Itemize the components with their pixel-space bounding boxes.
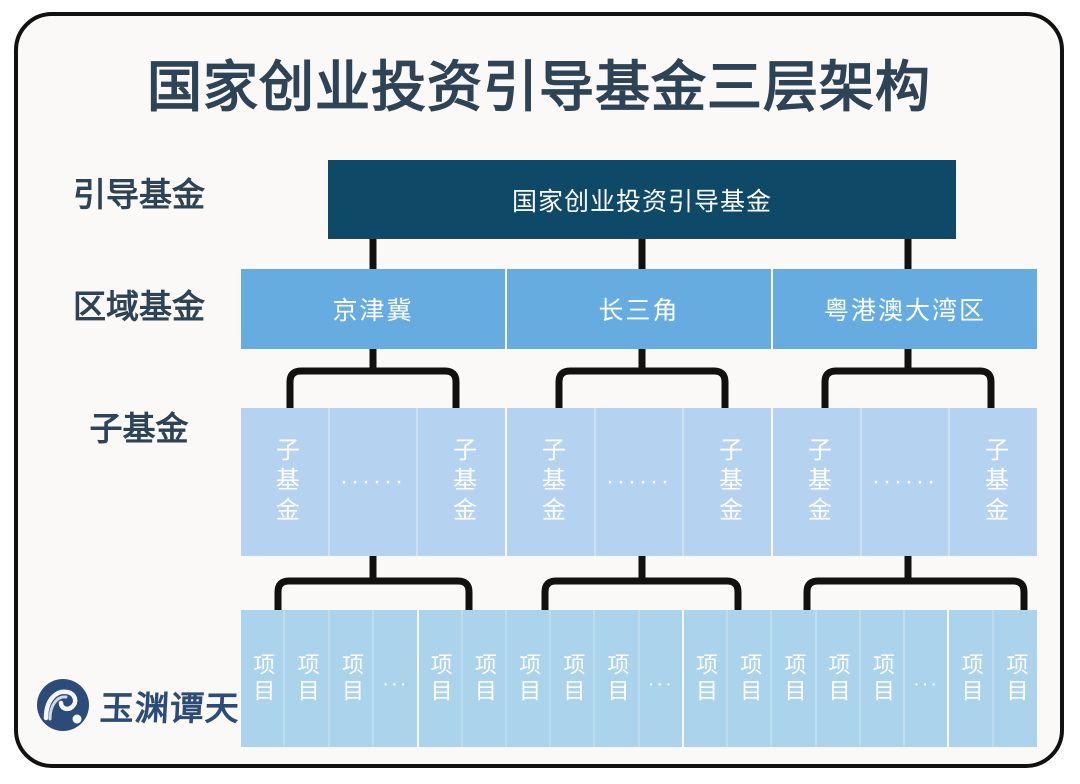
project-label: 项目 [516, 652, 542, 705]
sub-fund-ellipsis-cell: ······ [329, 408, 419, 556]
projects-row: 项目项目项目···项目项目项目项目项目···项目项目项目项目项目···项目项目 [241, 610, 1037, 747]
sub-fund-label: 子基金 [448, 437, 476, 527]
wave-circle-icon [37, 679, 89, 731]
sub-fund-ellipsis-cell: ······ [595, 408, 685, 556]
project-cell[interactable]: 项目 [285, 610, 330, 747]
brand-logo: 玉渊谭天 [36, 666, 241, 744]
project-label: 项目 [781, 652, 807, 705]
project-label: 项目 [338, 652, 364, 705]
regional-fund-cell[interactable]: 粤港澳大湾区 [773, 269, 1037, 349]
project-label: 项目 [869, 652, 895, 705]
project-cell[interactable]: 项目 [816, 610, 861, 747]
sub-fund-label: 子基金 [803, 437, 831, 527]
ellipsis-label: ······ [606, 468, 672, 495]
regional-fund-label: 长三角 [598, 297, 680, 325]
sub-fund-group: 子基金 ······ 子基金 [773, 408, 1038, 556]
project-cell[interactable]: 项目 [551, 610, 596, 747]
sub-fund-cell[interactable]: 子基金 [241, 408, 330, 556]
infographic-card: 国家创业投资引导基金三层架构 引导基金 区域基金 子基金 [14, 12, 1064, 768]
project-cell[interactable]: 项目 [418, 610, 463, 747]
project-ellipsis-cell: ··· [374, 610, 417, 747]
ellipsis-label: ······ [872, 468, 938, 495]
brand-name: 玉渊谭天 [98, 690, 241, 728]
project-label: 项目 [693, 652, 718, 705]
project-group: 项目项目项目项目项目··· [418, 610, 684, 747]
project-cell[interactable]: 项目 [994, 610, 1037, 747]
project-cell[interactable]: 项目 [860, 610, 905, 747]
ellipsis-label: ··· [382, 673, 409, 695]
project-label: 项目 [825, 652, 851, 705]
guide-fund-box[interactable]: 国家创业投资引导基金 [328, 160, 956, 239]
project-ellipsis-cell: ··· [904, 610, 948, 747]
sub-fund-cell[interactable]: 子基金 [950, 408, 1038, 556]
regional-fund-cell[interactable]: 长三角 [507, 269, 773, 349]
sub-fund-group: 子基金 ······ 子基金 [507, 408, 773, 556]
ellipsis-label: ··· [647, 673, 674, 695]
project-label: 项目 [958, 652, 984, 705]
project-label: 项目 [560, 652, 586, 705]
sub-fund-cell[interactable]: 子基金 [418, 408, 506, 556]
project-cell[interactable]: 项目 [329, 610, 375, 747]
ellipsis-label: ··· [913, 673, 940, 695]
row-label-sub-fund: 子基金 [89, 410, 189, 447]
project-label: 项目 [1003, 652, 1029, 705]
project-label: 项目 [427, 652, 453, 705]
regional-fund-cell[interactable]: 京津冀 [241, 269, 507, 349]
project-cell[interactable]: 项目 [595, 610, 640, 747]
sub-fund-group: 子基金 ······ 子基金 [241, 408, 507, 556]
project-group: 项目项目 [949, 610, 1037, 747]
sub-fund-ellipsis-cell: ······ [861, 408, 951, 556]
project-group: 项目项目项目··· [241, 610, 419, 747]
sub-fund-label: 子基金 [271, 437, 299, 527]
project-group: 项目项目项目项目项目··· [683, 610, 950, 747]
guide-fund-label: 国家创业投资引导基金 [511, 187, 772, 216]
project-label: 项目 [471, 652, 497, 705]
project-cell[interactable]: 项目 [241, 610, 286, 747]
project-label: 项目 [604, 652, 630, 705]
project-cell[interactable]: 项目 [772, 610, 817, 747]
regional-fund-label: 京津冀 [332, 297, 414, 325]
project-label: 项目 [737, 652, 763, 705]
sub-fund-label: 子基金 [980, 437, 1008, 527]
project-ellipsis-cell: ··· [639, 610, 682, 747]
project-cell[interactable]: 项目 [728, 610, 773, 747]
sub-fund-cell[interactable]: 子基金 [507, 408, 596, 556]
project-label: 项目 [250, 652, 276, 705]
regional-funds-row: 京津冀 长三角 粤港澳大湾区 [241, 269, 1037, 349]
row-label-guide-fund: 引导基金 [73, 176, 205, 213]
page-title: 国家创业投资引导基金三层架构 [146, 56, 931, 118]
sub-fund-cell[interactable]: 子基金 [684, 408, 772, 556]
project-cell[interactable]: 项目 [507, 610, 552, 747]
regional-fund-label: 粤港澳大湾区 [823, 297, 986, 325]
sub-funds-row: 子基金 ······ 子基金 子基金 ······ 子基金 子基金 ······ 子基金 [241, 408, 1038, 556]
project-cell[interactable]: 项目 [949, 610, 995, 747]
sub-fund-label: 子基金 [537, 437, 565, 527]
ellipsis-label: ······ [340, 468, 406, 495]
project-cell[interactable]: 项目 [462, 610, 507, 747]
project-label: 项目 [294, 652, 320, 705]
sub-fund-cell[interactable]: 子基金 [773, 408, 862, 556]
row-label-regional-fund: 区域基金 [73, 288, 205, 325]
project-cell[interactable]: 项目 [683, 610, 729, 747]
sub-fund-label: 子基金 [714, 437, 742, 527]
